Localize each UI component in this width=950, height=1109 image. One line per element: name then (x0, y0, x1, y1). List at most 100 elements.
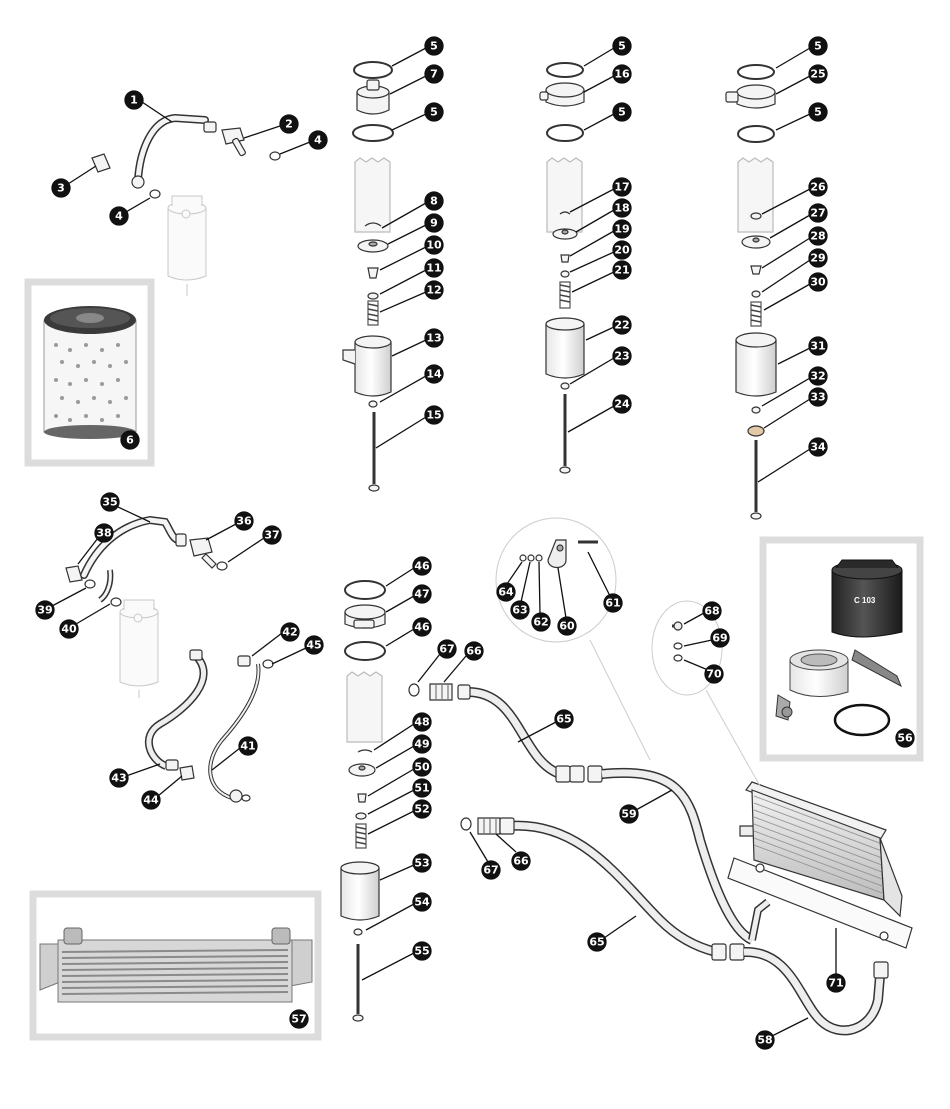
callout-17: 17 (569, 177, 632, 213)
ghost-housing-lower (119, 599, 159, 698)
svg-text:58: 58 (757, 1034, 772, 1047)
svg-text:44: 44 (143, 794, 159, 807)
svg-text:70: 70 (706, 668, 722, 681)
svg-text:5: 5 (814, 40, 822, 53)
svg-text:54: 54 (414, 896, 430, 909)
svg-text:46: 46 (414, 621, 430, 634)
callout-4a: 4 (279, 130, 328, 155)
svg-text:39: 39 (37, 604, 52, 617)
ghost-housing-upper (167, 195, 207, 296)
svg-text:41: 41 (240, 740, 255, 753)
svg-text:4: 4 (314, 134, 322, 147)
svg-text:5: 5 (814, 106, 822, 119)
svg-text:46: 46 (414, 560, 430, 573)
callout-54: 54 (365, 892, 432, 931)
svg-text:10: 10 (426, 239, 442, 252)
callout-22: 22 (585, 315, 632, 341)
svg-text:62: 62 (533, 616, 548, 629)
adapter-housing-icon (775, 649, 902, 737)
callout-59: 59 (619, 789, 673, 824)
callout-50: 50 (367, 757, 432, 797)
callout-60: 60 (557, 567, 577, 636)
callout-43: 43 (109, 763, 161, 788)
svg-text:60: 60 (559, 620, 575, 633)
svg-text:6: 6 (126, 434, 134, 447)
callout-36: 36 (205, 511, 254, 541)
svg-text:42: 42 (282, 626, 297, 639)
svg-text:34: 34 (810, 441, 826, 454)
svg-text:69: 69 (712, 632, 727, 645)
svg-text:61: 61 (605, 597, 620, 610)
svg-text:32: 32 (810, 370, 825, 383)
svg-text:65: 65 (589, 936, 604, 949)
callout-45: 45 (271, 635, 324, 665)
callout-5f: 5 (775, 102, 828, 131)
svg-text:13: 13 (426, 332, 441, 345)
svg-text:31: 31 (810, 340, 825, 353)
svg-text:7: 7 (430, 68, 438, 81)
callout-38: 38 (77, 523, 114, 565)
svg-text:67: 67 (439, 643, 454, 656)
svg-text:25: 25 (810, 68, 825, 81)
svg-text:9: 9 (430, 217, 438, 230)
callout-5d: 5 (583, 102, 632, 131)
callout-1: 1 (124, 90, 173, 123)
callout-9: 9 (387, 213, 444, 245)
svg-text:1: 1 (130, 94, 138, 107)
callout-66a: 66 (443, 641, 484, 683)
callout-71: 71 (826, 928, 846, 993)
callout-29: 29 (761, 248, 828, 293)
callout-24: 24 (567, 394, 632, 433)
svg-text:5: 5 (430, 106, 438, 119)
svg-text:40: 40 (61, 623, 77, 636)
callout-28: 28 (761, 226, 828, 269)
svg-text:19: 19 (614, 223, 629, 236)
svg-text:30: 30 (810, 276, 826, 289)
callout-18: 18 (575, 198, 632, 233)
callout-48: 48 (373, 712, 432, 751)
svg-text:21: 21 (614, 264, 629, 277)
svg-text:16: 16 (614, 68, 630, 81)
callout-3: 3 (51, 165, 97, 198)
callout-21: 21 (571, 260, 632, 293)
callout-5c: 5 (583, 36, 632, 67)
oil-filter-canister-icon: C 103 (831, 559, 903, 638)
svg-text:45: 45 (306, 639, 321, 652)
callout-61: 61 (587, 551, 623, 613)
callout-70: 70 (683, 659, 724, 684)
svg-text:27: 27 (810, 207, 825, 220)
callout-13: 13 (391, 328, 444, 357)
svg-text:14: 14 (426, 368, 442, 381)
svg-text:36: 36 (236, 515, 252, 528)
svg-text:59: 59 (621, 808, 636, 821)
callout-46b: 46 (385, 617, 432, 647)
svg-text:67: 67 (483, 864, 498, 877)
cooler-photo-frame (29, 890, 322, 1041)
callout-42: 42 (251, 622, 300, 657)
callout-49: 49 (375, 734, 432, 769)
callout-66b: 66 (495, 833, 531, 871)
svg-text:56: 56 (897, 732, 913, 745)
callout-35: 35 (100, 492, 151, 523)
svg-text:55: 55 (414, 945, 429, 958)
svg-text:50: 50 (414, 761, 430, 774)
callout-51: 51 (367, 778, 432, 815)
callout-6: 6 (120, 430, 140, 450)
svg-text:37: 37 (264, 529, 279, 542)
callout-5b: 5 (391, 102, 444, 131)
callout-5a: 5 (391, 36, 444, 67)
svg-text:29: 29 (810, 252, 825, 265)
callout-39: 39 (35, 587, 87, 620)
callout-30: 30 (763, 272, 828, 311)
svg-text:23: 23 (614, 350, 629, 363)
callout-63: 63 (510, 561, 531, 620)
svg-text:47: 47 (414, 588, 429, 601)
callout-67a: 67 (417, 639, 457, 683)
callout-47: 47 (385, 584, 432, 613)
callout-57: 57 (289, 1009, 309, 1029)
callout-19: 19 (569, 219, 632, 257)
svg-text:35: 35 (102, 496, 117, 509)
svg-text:64: 64 (498, 586, 514, 599)
callout-33: 33 (763, 387, 828, 429)
svg-text:17: 17 (614, 181, 629, 194)
